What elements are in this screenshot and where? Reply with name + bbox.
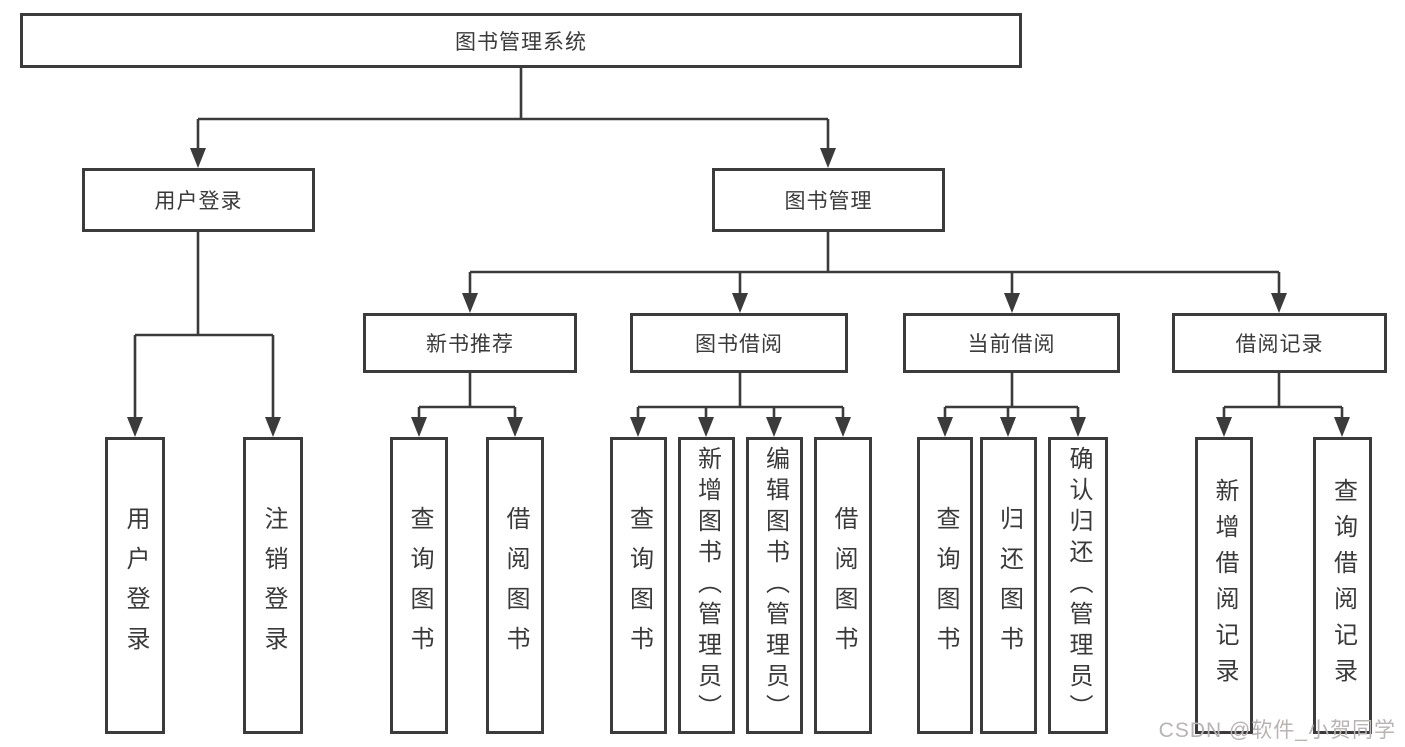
leaf-logout: 注销登录 <box>243 437 303 734</box>
branch-new-book-recommend <box>411 373 523 437</box>
leaf-query-books-current: 查询图书 <box>917 437 973 734</box>
leaf-add-books-admin: 新增图书（管理员） <box>678 437 735 734</box>
branch-book-management <box>462 232 1287 313</box>
node-library-management-system: 图书管理系统 <box>20 13 1022 68</box>
node-book-borrow: 图书借阅 <box>630 313 848 373</box>
branch-user-login <box>127 232 281 437</box>
leaf-edit-books-admin: 编辑图书（管理员） <box>746 437 803 734</box>
node-current-borrow: 当前借阅 <box>903 313 1120 373</box>
node-book-management: 图书管理 <box>712 168 945 232</box>
leaf-borrow-books: 借阅图书 <box>814 437 872 734</box>
branch-current-borrow <box>937 373 1086 437</box>
leaf-return-books: 归还图书 <box>980 437 1037 734</box>
node-borrow-records: 借阅记录 <box>1172 313 1387 373</box>
leaf-query-borrow-record: 查询借阅记录 <box>1313 437 1372 734</box>
leaf-add-borrow-record: 新增借阅记录 <box>1195 437 1253 734</box>
branch-book-borrow <box>630 373 851 437</box>
node-new-book-recommend: 新书推荐 <box>363 313 577 373</box>
csdn-watermark: CSDN @软件_小贺同学 <box>1158 719 1396 742</box>
leaf-confirm-return-admin: 确认归还（管理员） <box>1048 437 1108 734</box>
leaf-query-books-borrow: 查询图书 <box>610 437 667 734</box>
leaf-borrow-books-recommend: 借阅图书 <box>486 437 544 734</box>
node-user-login: 用户登录 <box>82 168 315 232</box>
branch-borrow-records <box>1216 373 1350 437</box>
leaf-query-books-recommend: 查询图书 <box>390 437 448 734</box>
branch-root <box>190 68 836 168</box>
leaf-user-login: 用户登录 <box>105 437 165 734</box>
